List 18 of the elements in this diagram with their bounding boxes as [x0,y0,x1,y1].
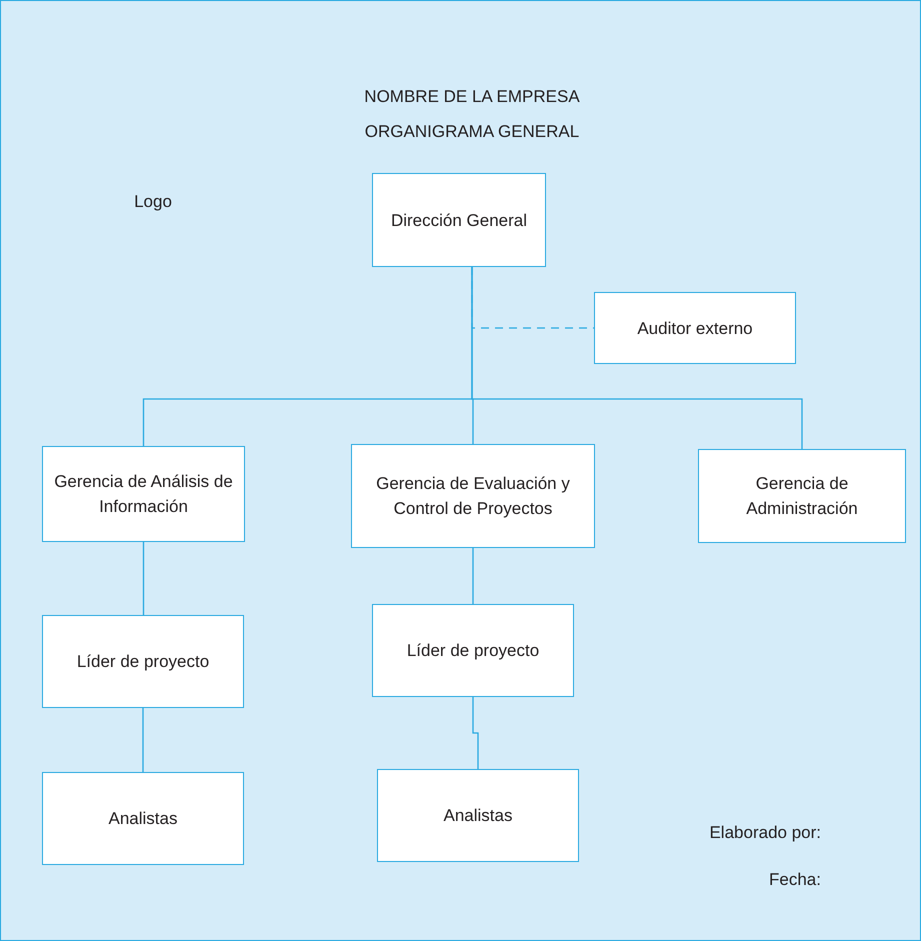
connector-line [471,267,803,449]
connector-line [142,542,144,615]
diagram-title: NOMBRE DE LA EMPRESA ORGANIGRAMA GENERAL [363,86,581,143]
org-box: Líder de proyecto [372,604,574,697]
connector-line [472,697,479,769]
connector-line [472,548,474,604]
org-box: Líder de proyecto [42,615,244,708]
org-box: Analistas [377,769,579,862]
note-text: Elaborado por: [708,822,821,844]
org-box: Gerencia de Evaluación y Control de Proyectos [351,444,595,548]
note-text: Logo [133,191,173,213]
org-box: Dirección General [372,173,546,267]
org-box: Gerencia de Administración [698,449,906,543]
org-box: Auditor externo [594,292,796,364]
org-box: Analistas [42,772,244,865]
org-box: Gerencia de Análisis de Información [42,446,245,542]
note-text: Fecha: [768,869,821,891]
connector-line [142,708,144,772]
